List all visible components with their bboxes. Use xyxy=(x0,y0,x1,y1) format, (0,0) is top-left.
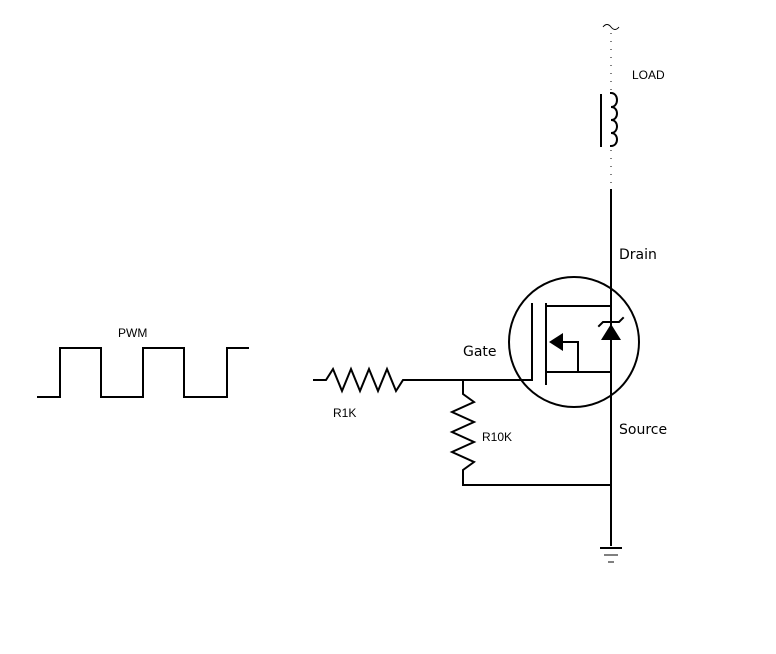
body-arrow xyxy=(549,333,563,351)
mosfet-body-circle xyxy=(508,276,640,408)
r2-label: R10K xyxy=(482,430,512,444)
mosfet-symbol xyxy=(508,276,640,408)
pwm-label: PWM xyxy=(118,326,147,340)
pwm-waveform xyxy=(37,347,249,398)
resistor-r1 xyxy=(313,366,409,394)
ac-supply-symbol xyxy=(602,24,620,30)
r1-label: R1K xyxy=(333,406,356,420)
source-label: Source xyxy=(619,422,667,438)
load-inductor xyxy=(600,91,618,148)
resistor-r2 xyxy=(449,379,477,486)
load-label: LOAD xyxy=(632,68,665,82)
ground-symbol xyxy=(600,547,622,563)
gate-label: Gate xyxy=(463,344,497,360)
drain-label: Drain xyxy=(619,247,657,263)
